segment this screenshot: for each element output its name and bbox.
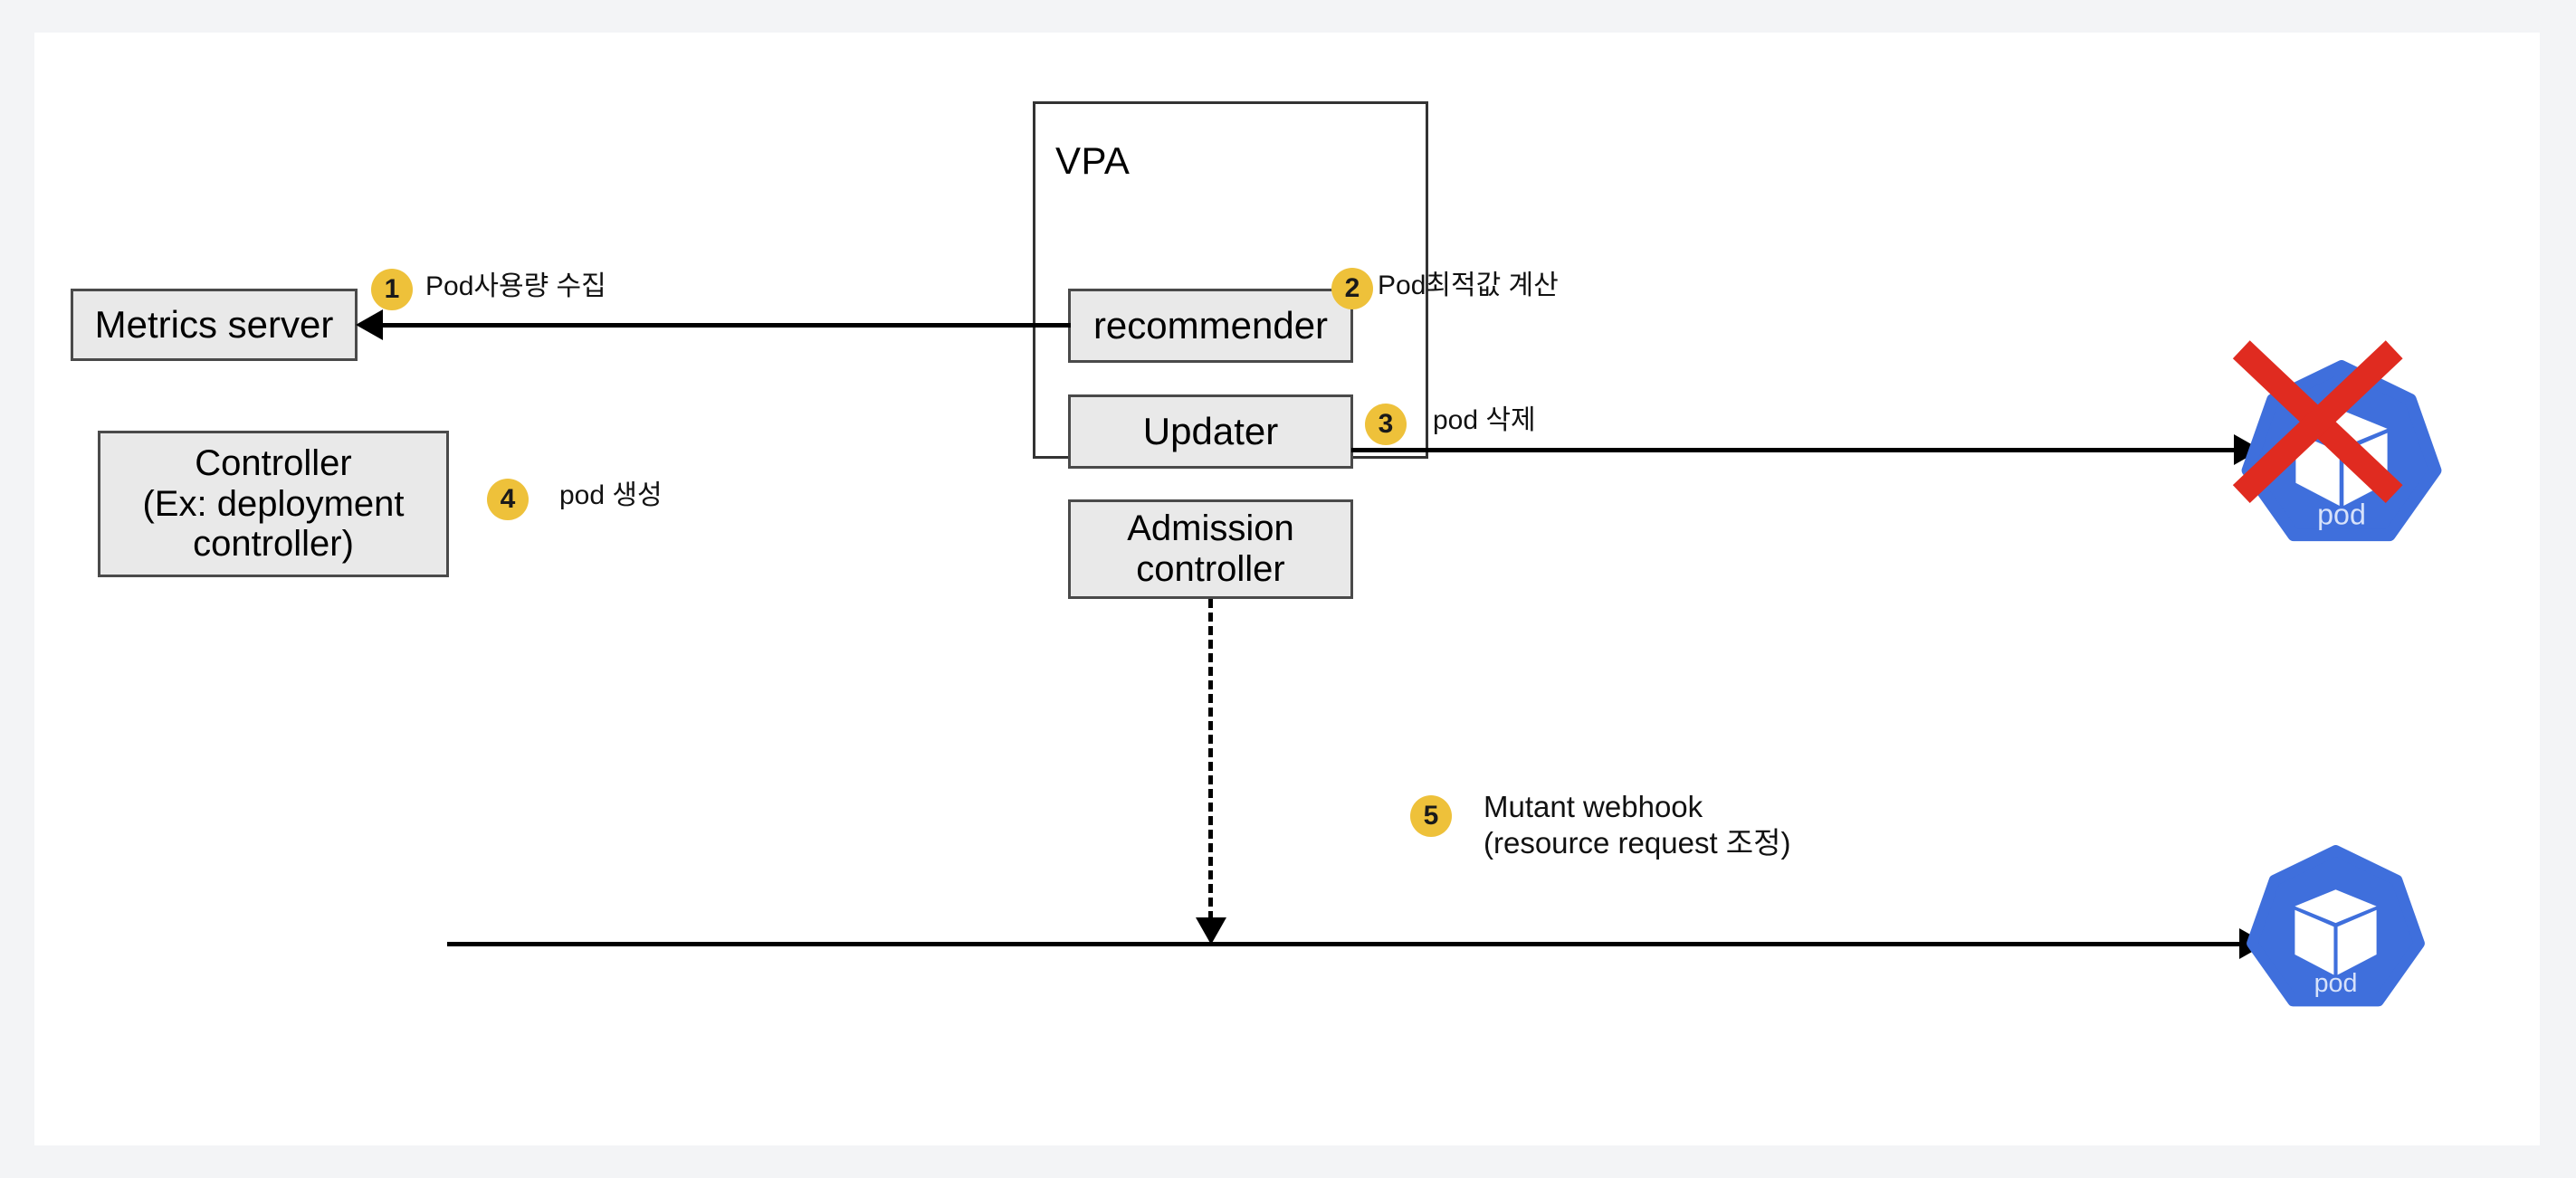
kubernetes-heptagon — [2247, 845, 2425, 1007]
step-caption-5: Mutant webhook (resource request 조정) — [1484, 790, 1791, 860]
step-caption-3: pod 삭제 — [1433, 405, 1536, 435]
step-badge-3: 3 — [1365, 404, 1407, 445]
arrowhead-metrics-server — [356, 309, 383, 340]
svg-text:pod: pod — [2317, 499, 2366, 531]
metrics-server-box: Metrics server — [71, 289, 358, 361]
pod-icon-deleted: pod — [2232, 340, 2446, 568]
step-badge-4: 4 — [487, 479, 529, 520]
step-caption-1: Pod사용량 수집 — [425, 271, 606, 301]
connector-recommender-to-metrics — [381, 323, 1071, 328]
connector-updater-to-pod-deleted — [1351, 448, 2237, 452]
updater-box: Updater — [1068, 394, 1353, 469]
step-badge-1: 1 — [371, 269, 413, 310]
recommender-box: recommender — [1068, 289, 1353, 363]
pod-icon-created: pod — [2243, 845, 2428, 1031]
connector-admission-webhook-dashed — [1208, 599, 1213, 920]
step-caption-4: pod 생성 — [559, 480, 663, 510]
admission-controller-box: Admission controller — [1068, 499, 1353, 599]
svg-text:pod: pod — [2314, 969, 2358, 998]
arrowhead-webhook — [1196, 917, 1226, 945]
step-caption-2: Pod최적값 계산 — [1378, 271, 1559, 300]
step-badge-2: 2 — [1331, 268, 1373, 309]
step-badge-5: 5 — [1410, 795, 1452, 837]
diagram-canvas: VPA Metrics server recommender Updater A… — [34, 33, 2540, 1145]
connector-controller-to-pod-created — [447, 942, 2244, 946]
vpa-title: VPA — [1055, 139, 1131, 182]
controller-box: Controller (Ex: deployment controller) — [98, 431, 449, 577]
